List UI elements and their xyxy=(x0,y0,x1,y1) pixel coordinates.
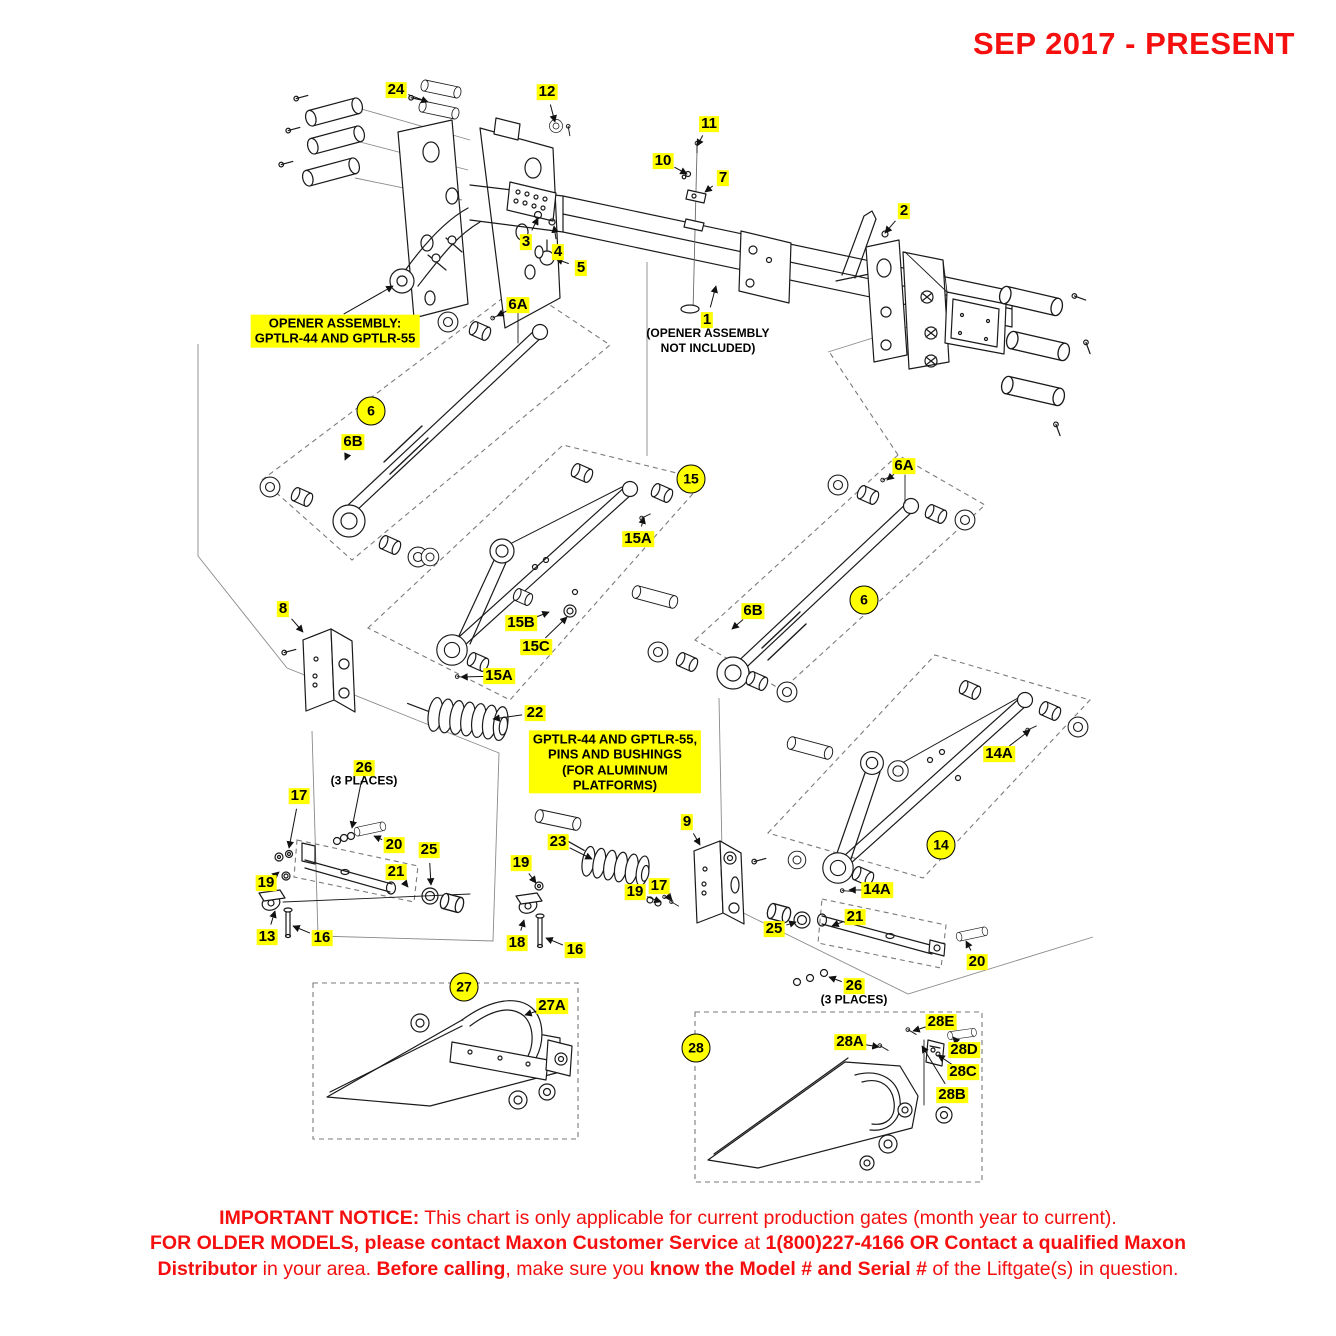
callout-19: 19 xyxy=(255,874,277,892)
torsion-spring-22 xyxy=(406,696,509,742)
callout-6B: 6B xyxy=(341,433,365,451)
callout-28D: 28D xyxy=(948,1041,980,1059)
callout-15: 15 xyxy=(676,464,706,494)
callout-6: 6 xyxy=(849,585,879,615)
pivot-bracket-9 xyxy=(693,840,767,925)
callout-7: 7 xyxy=(716,169,730,187)
callout-2: 2 xyxy=(897,202,911,220)
callout-13: 13 xyxy=(256,928,278,946)
opener-assembly-label: OPENER ASSEMBLY:GPTLR-44 AND GPTLR-55 xyxy=(250,314,420,348)
callout-28A: 28A xyxy=(834,1033,866,1051)
important-notice: IMPORTANT NOTICE: This chart is only app… xyxy=(0,1206,1336,1282)
callout-19: 19 xyxy=(624,883,646,901)
callout-10: 10 xyxy=(652,152,674,170)
callout-20: 20 xyxy=(966,953,988,971)
callout-28E: 28E xyxy=(925,1013,957,1031)
places-note-right: (3 PLACES) xyxy=(820,992,888,1007)
right-mounting-bracket xyxy=(865,239,1007,370)
callout-16: 16 xyxy=(311,929,333,947)
callout-8: 8 xyxy=(276,600,290,618)
callout-21: 21 xyxy=(844,908,866,926)
callout-6A: 6A xyxy=(892,457,916,475)
callout-16: 16 xyxy=(564,941,586,959)
leader-lines xyxy=(269,94,1031,1085)
callout-1: 1 xyxy=(700,311,714,329)
callout-6: 6 xyxy=(356,396,386,426)
callout-5: 5 xyxy=(574,259,588,277)
callout-25: 25 xyxy=(418,841,440,859)
pull-arm-6-left xyxy=(259,311,549,568)
callout-11: 11 xyxy=(699,115,719,133)
callout-28C: 28C xyxy=(947,1063,979,1081)
callout-22: 22 xyxy=(524,704,546,722)
platform-assembly-28 xyxy=(707,1026,978,1171)
notice-line: IMPORTANT NOTICE: This chart is only app… xyxy=(219,1207,1117,1229)
left-mounting-bracket xyxy=(397,117,561,329)
torsion-spring-23 xyxy=(567,840,650,887)
pull-arm-6-right xyxy=(647,473,976,703)
callout-3: 3 xyxy=(519,233,533,251)
callout-20: 20 xyxy=(383,836,405,854)
callout-15C: 15C xyxy=(520,638,552,656)
platform-assembly-27 xyxy=(326,1000,573,1110)
callout-27A: 27A xyxy=(536,997,568,1015)
callout-28: 28 xyxy=(681,1033,711,1063)
places-note-left: (3 PLACES) xyxy=(330,773,398,788)
center-linkage xyxy=(515,808,989,987)
callout-19: 19 xyxy=(510,854,532,872)
pins-bushings-label: GPTLR-44 AND GPTLR-55,PINS AND BUSHINGS(… xyxy=(528,730,702,794)
callout-14A: 14A xyxy=(983,745,1015,763)
callout-15B: 15B xyxy=(505,614,537,632)
callout-12: 12 xyxy=(536,83,558,101)
pivot-bracket-8 xyxy=(280,628,356,713)
callout-26: 26 xyxy=(353,759,375,777)
callout-4: 4 xyxy=(551,243,565,261)
lift-arm-15 xyxy=(420,461,680,680)
callout-6A: 6A xyxy=(506,296,530,314)
callout-6B: 6B xyxy=(741,602,765,620)
callout-28B: 28B xyxy=(936,1086,968,1104)
callout-26: 26 xyxy=(843,977,865,995)
callout-14A: 14A xyxy=(861,881,893,899)
lift-arm-14 xyxy=(785,678,1089,894)
period-title: SEP 2017 - PRESENT xyxy=(972,26,1295,61)
callout-15A: 15A xyxy=(622,530,654,548)
callout-23: 23 xyxy=(547,833,569,851)
callout-24: 24 xyxy=(385,81,407,99)
callout-17: 17 xyxy=(288,787,310,805)
callout-14: 14 xyxy=(926,830,956,860)
notice-line: FOR OLDER MODELS, please contact Maxon C… xyxy=(150,1232,1186,1255)
callout-9: 9 xyxy=(680,813,694,831)
callout-25: 25 xyxy=(763,920,785,938)
opener-chain-arm xyxy=(389,207,481,294)
notice-line: Distributor in your area. Before calling… xyxy=(157,1257,1179,1280)
callout-15A: 15A xyxy=(483,667,515,685)
callout-27: 27 xyxy=(449,972,479,1002)
lower-left-linkage xyxy=(258,821,471,939)
callout-21: 21 xyxy=(385,863,407,881)
callout-17: 17 xyxy=(648,877,670,895)
callout-18: 18 xyxy=(506,934,528,952)
